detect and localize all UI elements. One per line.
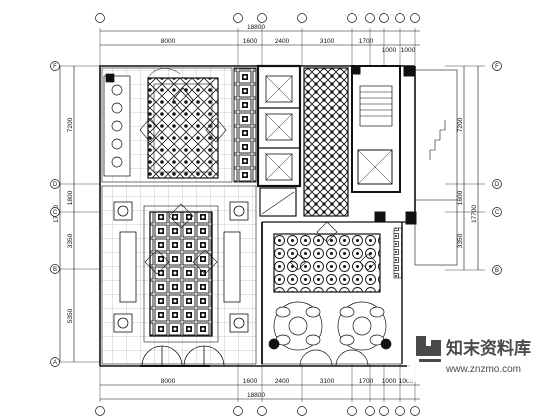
top-dim-3: 2400 [275, 38, 290, 45]
bottom-dim-1: 8000 [161, 378, 176, 385]
bottom-dim-6: 1000 [382, 378, 397, 385]
top-dims: 8000 1600 2400 3100 1700 1000 1000 [161, 38, 416, 54]
left-dim-4: 5350 [67, 308, 74, 323]
right-bubble-b: B [495, 268, 499, 274]
right-dim-2: 1600 [457, 190, 464, 205]
left-dim-2: 1800 [67, 190, 74, 205]
right-total-dim: 17700 [471, 205, 478, 223]
decorative-strip [233, 67, 257, 183]
exterior-annex-outline [414, 69, 458, 266]
left-bubble-b: B [53, 267, 57, 273]
left-bubble-c: C [53, 210, 58, 216]
watermark-title: 知末资料库 [445, 338, 531, 359]
lounge-doors [299, 349, 369, 367]
left-bubble-a: A [53, 360, 57, 366]
top-dim-6: 1000 [382, 47, 397, 54]
top-grid-bubbles [95, 13, 420, 23]
bottom-dim-2: 1600 [243, 378, 258, 385]
right-dims: 7200 1600 3350 [457, 117, 464, 248]
watermark-logo-icon [416, 336, 441, 362]
watermark: 知末资料库 www.znzmo.com [407, 330, 557, 382]
bottom-dim-4: 3100 [320, 378, 335, 385]
watermark-url: www.znzmo.com [445, 364, 521, 375]
top-dim-1: 8000 [161, 38, 176, 45]
bottom-dims: 8000 1600 2400 3100 1700 1000 1000 [161, 378, 414, 385]
lower-left-columns [113, 201, 249, 333]
entrance-doors [140, 345, 225, 367]
left-dim-3: 3350 [67, 233, 74, 248]
right-dim-1: 7200 [457, 117, 464, 132]
right-bubble-d: D [495, 182, 500, 188]
central-corridor-pattern [303, 67, 349, 217]
lounge-seating-left [268, 301, 323, 351]
right-dimension-chain [445, 65, 485, 271]
bottom-dimension-chain [99, 364, 420, 402]
right-bubble-c: C [495, 210, 500, 216]
exterior-stair [429, 120, 446, 160]
top-dim-5: 1700 [359, 38, 374, 45]
bottom-grid-bubbles [95, 406, 420, 416]
bottom-dim-7: 1000 [399, 378, 414, 385]
top-dim-4: 3100 [320, 38, 335, 45]
right-grid-bubbles: F D C B [492, 61, 502, 275]
upper-left-room [101, 67, 233, 183]
top-dimension-chain [99, 28, 420, 65]
left-dimension-chain [55, 65, 100, 363]
elevator-core [256, 64, 302, 217]
right-bubble-f: F [495, 64, 499, 70]
top-total-dim: 18800 [247, 24, 265, 31]
top-dim-2: 1600 [243, 38, 258, 45]
bottom-dim-5: 1700 [359, 378, 374, 385]
left-bench-column [103, 73, 131, 177]
left-bubble-f: F [53, 64, 57, 70]
left-dim-1: 7200 [67, 117, 74, 132]
left-grid-bubbles: F D C B A [50, 61, 60, 367]
top-dim-7: 1000 [401, 47, 416, 54]
right-elevator-stair [351, 65, 417, 225]
lounge-seating-right [337, 301, 392, 351]
right-dim-3: 3350 [457, 233, 464, 248]
left-bubble-d: D [53, 182, 58, 188]
left-dims: 7200 1800 3350 5350 [67, 117, 74, 323]
bottom-total-dim: 18800 [247, 392, 265, 399]
bottom-dim-3: 2400 [275, 378, 290, 385]
